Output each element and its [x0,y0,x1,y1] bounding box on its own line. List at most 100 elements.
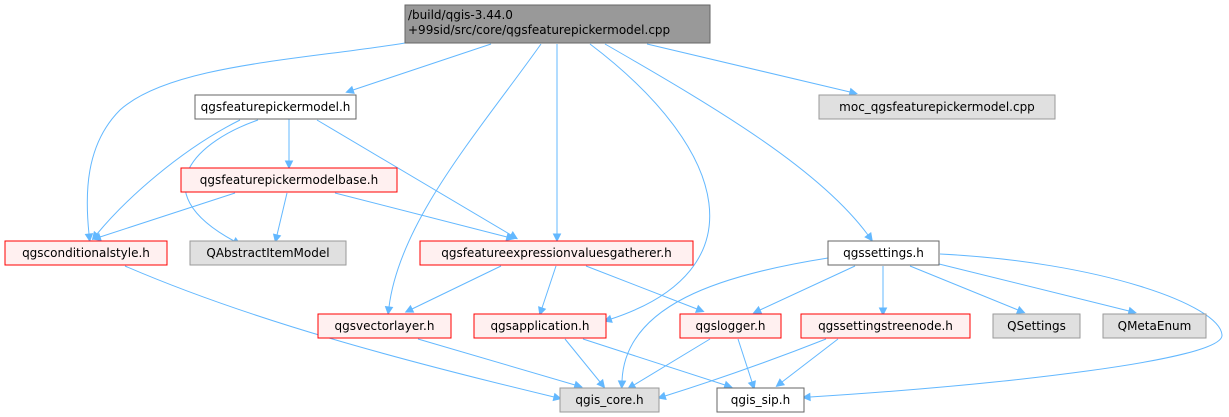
edge-featureexpressionvaluesgatherer-h-to-vectorlayer-h [404,265,502,313]
arrowhead [801,392,811,402]
node-label: QAbstractItemModel [206,246,329,260]
node-label: +99sid/src/core/qgsfeaturepickermodel.cp… [408,23,670,37]
arrowhead [552,392,562,402]
edge-settings-h-to-qsettings [909,265,1026,314]
edge-featureexpressionvaluesgatherer-h-to-logger-h [585,265,705,313]
node-label: QSettings [1007,319,1066,333]
node-featurepickermodel-h[interactable]: qgsfeaturepickermodel.h [194,94,357,120]
arrowhead [573,380,583,389]
node-label: qgssettings.h [843,246,924,260]
arrowhead [345,85,355,94]
node-box [473,313,607,339]
edge-root-to-featureexpressionvaluesgatherer-h [552,44,562,243]
edge-root-to-featurepickermodel-h [345,43,492,94]
edge-root-to-conditionalstyle-h [84,42,406,243]
edges-layer [84,42,1223,402]
arrowhead [617,380,627,390]
edge-settings-h-to-sip-h [801,253,1223,402]
edge-root-to-moc-cpp [646,43,858,97]
arrowhead [505,232,515,242]
edge-application-h-to-core-h [564,338,606,389]
node-application-h[interactable]: qgsapplication.h [473,313,607,339]
node-label: qgssettingstreenode.h [818,319,953,333]
node-label: qgsconditionalstyle.h [22,246,150,260]
arrowhead [694,304,705,313]
edge-vectorlayer-h-to-core-h [417,338,583,389]
arrowhead [1015,305,1026,314]
edge-settingstreenode-h-to-sip-h [775,338,839,387]
node-label: /build/qgis-3.44.0 [408,8,513,22]
arrowhead [284,160,294,170]
node-box [559,387,660,413]
edge-featurepickermodelbase-h-to-qabstractitemmodel [272,192,288,243]
node-box [800,313,971,339]
node-label: qgis_sip.h [731,393,790,407]
edge-featurepickermodelbase-h-to-featureexpressionvaluesgatherer-h [334,192,515,242]
node-box [180,167,398,193]
arrowhead [404,304,415,313]
node-box [194,94,357,120]
edge-logger-h-to-core-h [627,338,711,390]
edge-root-to-vectorlayer-h [384,43,542,316]
edge-settings-h-to-core-h [617,257,829,390]
node-sip-h[interactable]: qgis_sip.h [716,387,805,413]
node-box [189,240,347,266]
arrowhead [723,380,733,389]
edge-root-to-settings-h [604,43,873,242]
node-settingstreenode-h[interactable]: qgssettingstreenode.h [800,313,971,339]
arrowhead [747,380,756,390]
arrowhead [552,233,562,243]
node-box [827,240,940,266]
node-label: qgsapplication.h [490,319,589,333]
edge-logger-h-to-sip-h [737,338,756,390]
node-label: moc_qgsfeaturepickermodel.cpp [839,100,1035,114]
edge-application-h-to-sip-h [582,338,733,389]
node-featurepickermodelbase-h[interactable]: qgsfeaturepickermodelbase.h [180,167,398,193]
node-label: qgis_core.h [575,393,643,407]
edge-settings-h-to-logger-h [752,265,856,314]
node-settings-h[interactable]: qgssettings.h [827,240,940,266]
node-box [404,4,711,44]
edge-featurepickermodelbase-h-to-conditionalstyle-h [92,192,236,241]
node-label: qgsfeaturepickermodelbase.h [200,173,378,187]
arrowhead [596,378,606,389]
node-qmetaenum[interactable]: QMetaEnum [1102,313,1207,339]
arrowhead [384,305,394,316]
node-box [4,240,168,266]
edge-root-to-application-h [589,43,711,323]
node-box [992,313,1081,339]
node-logger-h[interactable]: qgslogger.h [679,313,782,339]
arrowhead [752,305,763,314]
node-label: qgsfeaturepickermodel.h [201,100,351,114]
node-label: qgslogger.h [695,319,765,333]
nodes-layer: /build/qgis-3.44.0+99sid/src/core/qgsfea… [4,4,1207,413]
arrowhead [878,307,888,317]
node-box [1102,313,1207,339]
node-core-h[interactable]: qgis_core.h [559,387,660,413]
edge-settingstreenode-h-to-core-h [657,338,827,400]
node-label: qgsfeatureexpressionvaluesgatherer.h [441,246,672,260]
edge-settings-h-to-settingstreenode-h [878,266,888,317]
node-box [679,313,782,339]
arrowhead [538,306,547,316]
node-box [317,313,452,339]
arrowhead [272,233,282,243]
node-root[interactable]: /build/qgis-3.44.0+99sid/src/core/qgsfea… [404,4,711,44]
node-moc-cpp[interactable]: moc_qgsfeaturepickermodel.cpp [818,94,1056,120]
arrowhead [864,232,873,242]
node-label: QMetaEnum [1118,319,1192,333]
arrowhead [92,232,102,241]
node-vectorlayer-h[interactable]: qgsvectorlayer.h [317,313,452,339]
node-qsettings[interactable]: QSettings [992,313,1081,339]
node-featureexpressionvaluesgatherer-h[interactable]: qgsfeatureexpressionvaluesgatherer.h [419,240,694,266]
node-box [716,387,805,413]
node-conditionalstyle-h[interactable]: qgsconditionalstyle.h [4,240,168,266]
arrowhead [775,378,786,387]
arrowhead [1127,306,1137,316]
node-qabstractitemmodel[interactable]: QAbstractItemModel [189,240,347,266]
arrowhead [84,233,94,243]
arrowhead [657,391,667,400]
arrowhead [848,87,858,97]
edge-featurepickermodel-h-to-featurepickermodelbase-h [284,119,294,170]
